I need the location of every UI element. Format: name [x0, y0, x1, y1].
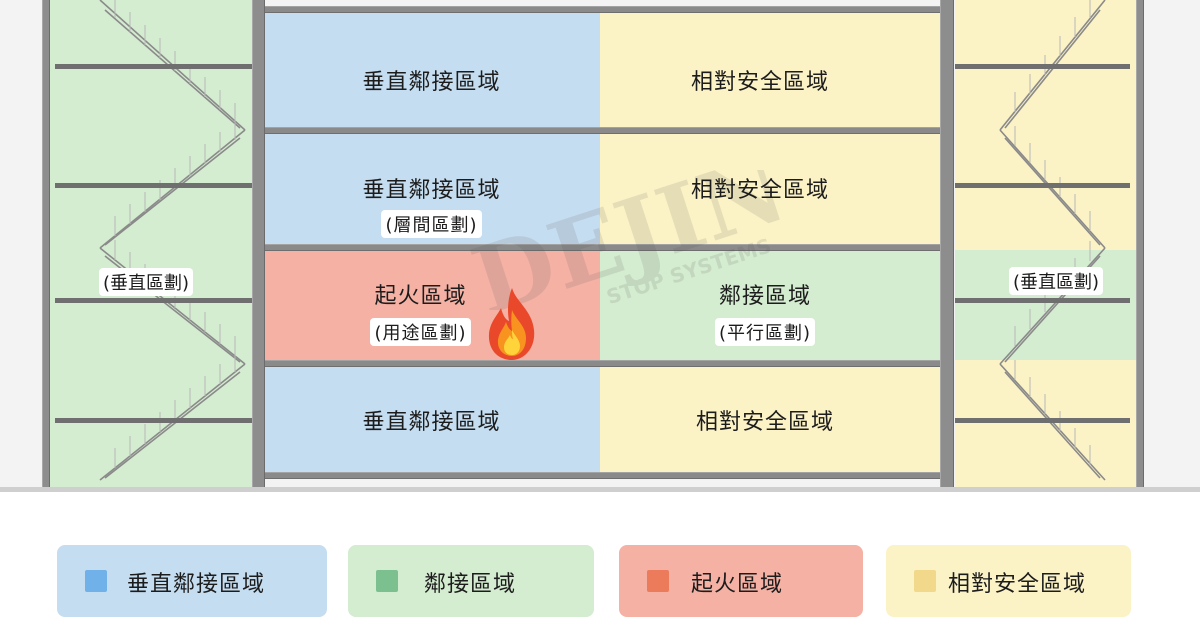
floor-1-left-label: 垂直鄰接區域 — [263, 64, 600, 96]
legend-label: 相對安全區域 — [948, 572, 1087, 597]
floor-4-right-zone — [600, 364, 940, 474]
legend-item-relatively-safe: 相對安全區域 — [886, 545, 1131, 617]
floor-slab — [263, 472, 940, 479]
building-section: DEJIN STOP SYSTEMS 垂直鄰接區域 相對安全區域 垂直鄰接區域 … — [0, 0, 1200, 492]
floor-slab — [263, 127, 940, 134]
floor-4-left-zone — [263, 364, 600, 474]
floor-slab — [263, 6, 940, 13]
left-stairs — [55, 0, 255, 481]
left-stair-tag: (垂直區劃) — [99, 268, 194, 296]
legend-item-vertical-adjacent: 垂直鄰接區域 — [57, 545, 327, 617]
floor-1-right-label: 相對安全區域 — [600, 64, 920, 96]
floor-3-right-label: 鄰接區域 (平行區劃) — [600, 278, 930, 346]
left-stairwell — [45, 0, 255, 487]
legend-swatch — [85, 570, 107, 592]
zone-label: 相對安全區域 — [690, 178, 829, 203]
floor-4-left-label: 垂直鄰接區域 — [263, 404, 600, 436]
zone-label: 垂直鄰接區域 — [362, 410, 501, 435]
floor-slab — [263, 360, 940, 367]
right-stairwell-lower — [955, 360, 1140, 487]
legend-swatch — [376, 570, 398, 592]
legend-label: 垂直鄰接區域 — [127, 572, 266, 597]
zone-label: 垂直鄰接區域 — [362, 178, 501, 203]
legend-swatch — [647, 570, 669, 592]
zone-label: 起火區域 — [374, 284, 467, 309]
zone-tag: (層間區劃) — [381, 210, 482, 238]
floor-slab — [263, 244, 940, 251]
outer-wall-right — [1136, 0, 1144, 492]
floor-1-right-zone — [600, 10, 940, 130]
right-stair-tag: (垂直區劃) — [1009, 267, 1104, 295]
floor-4-right-label: 相對安全區域 — [600, 404, 930, 436]
floor-1-left-zone — [263, 10, 600, 130]
ground-line — [0, 487, 1200, 492]
zone-tag: (用途區劃) — [370, 318, 471, 346]
zone-label: 相對安全區域 — [695, 410, 834, 435]
legend-label: 鄰接區域 — [424, 572, 517, 597]
floor-2-left-label: 垂直鄰接區域 (層間區劃) — [263, 172, 600, 238]
fire-icon — [488, 288, 535, 360]
zone-tag: (平行區劃) — [714, 318, 816, 346]
floor-2-right-label: 相對安全區域 — [600, 172, 920, 204]
legend-item-fire: 起火區域 — [619, 545, 863, 617]
floor-3-left-label: 起火區域 (用途區劃) — [263, 278, 578, 346]
stair-wall-left — [252, 0, 265, 492]
right-stairwell-upper — [955, 0, 1140, 250]
floor-2-right-zone — [600, 130, 940, 248]
zone-label: 垂直鄰接區域 — [362, 70, 501, 95]
zone-label: 相對安全區域 — [690, 70, 829, 95]
zone-label: 鄰接區域 — [718, 284, 811, 309]
legend-label: 起火區域 — [691, 572, 784, 597]
stair-wall-right — [940, 0, 954, 492]
right-stairs — [955, 0, 1130, 481]
legend-item-adjacent: 鄰接區域 — [348, 545, 594, 617]
legend-swatch — [914, 570, 936, 592]
outer-wall-left — [42, 0, 50, 492]
